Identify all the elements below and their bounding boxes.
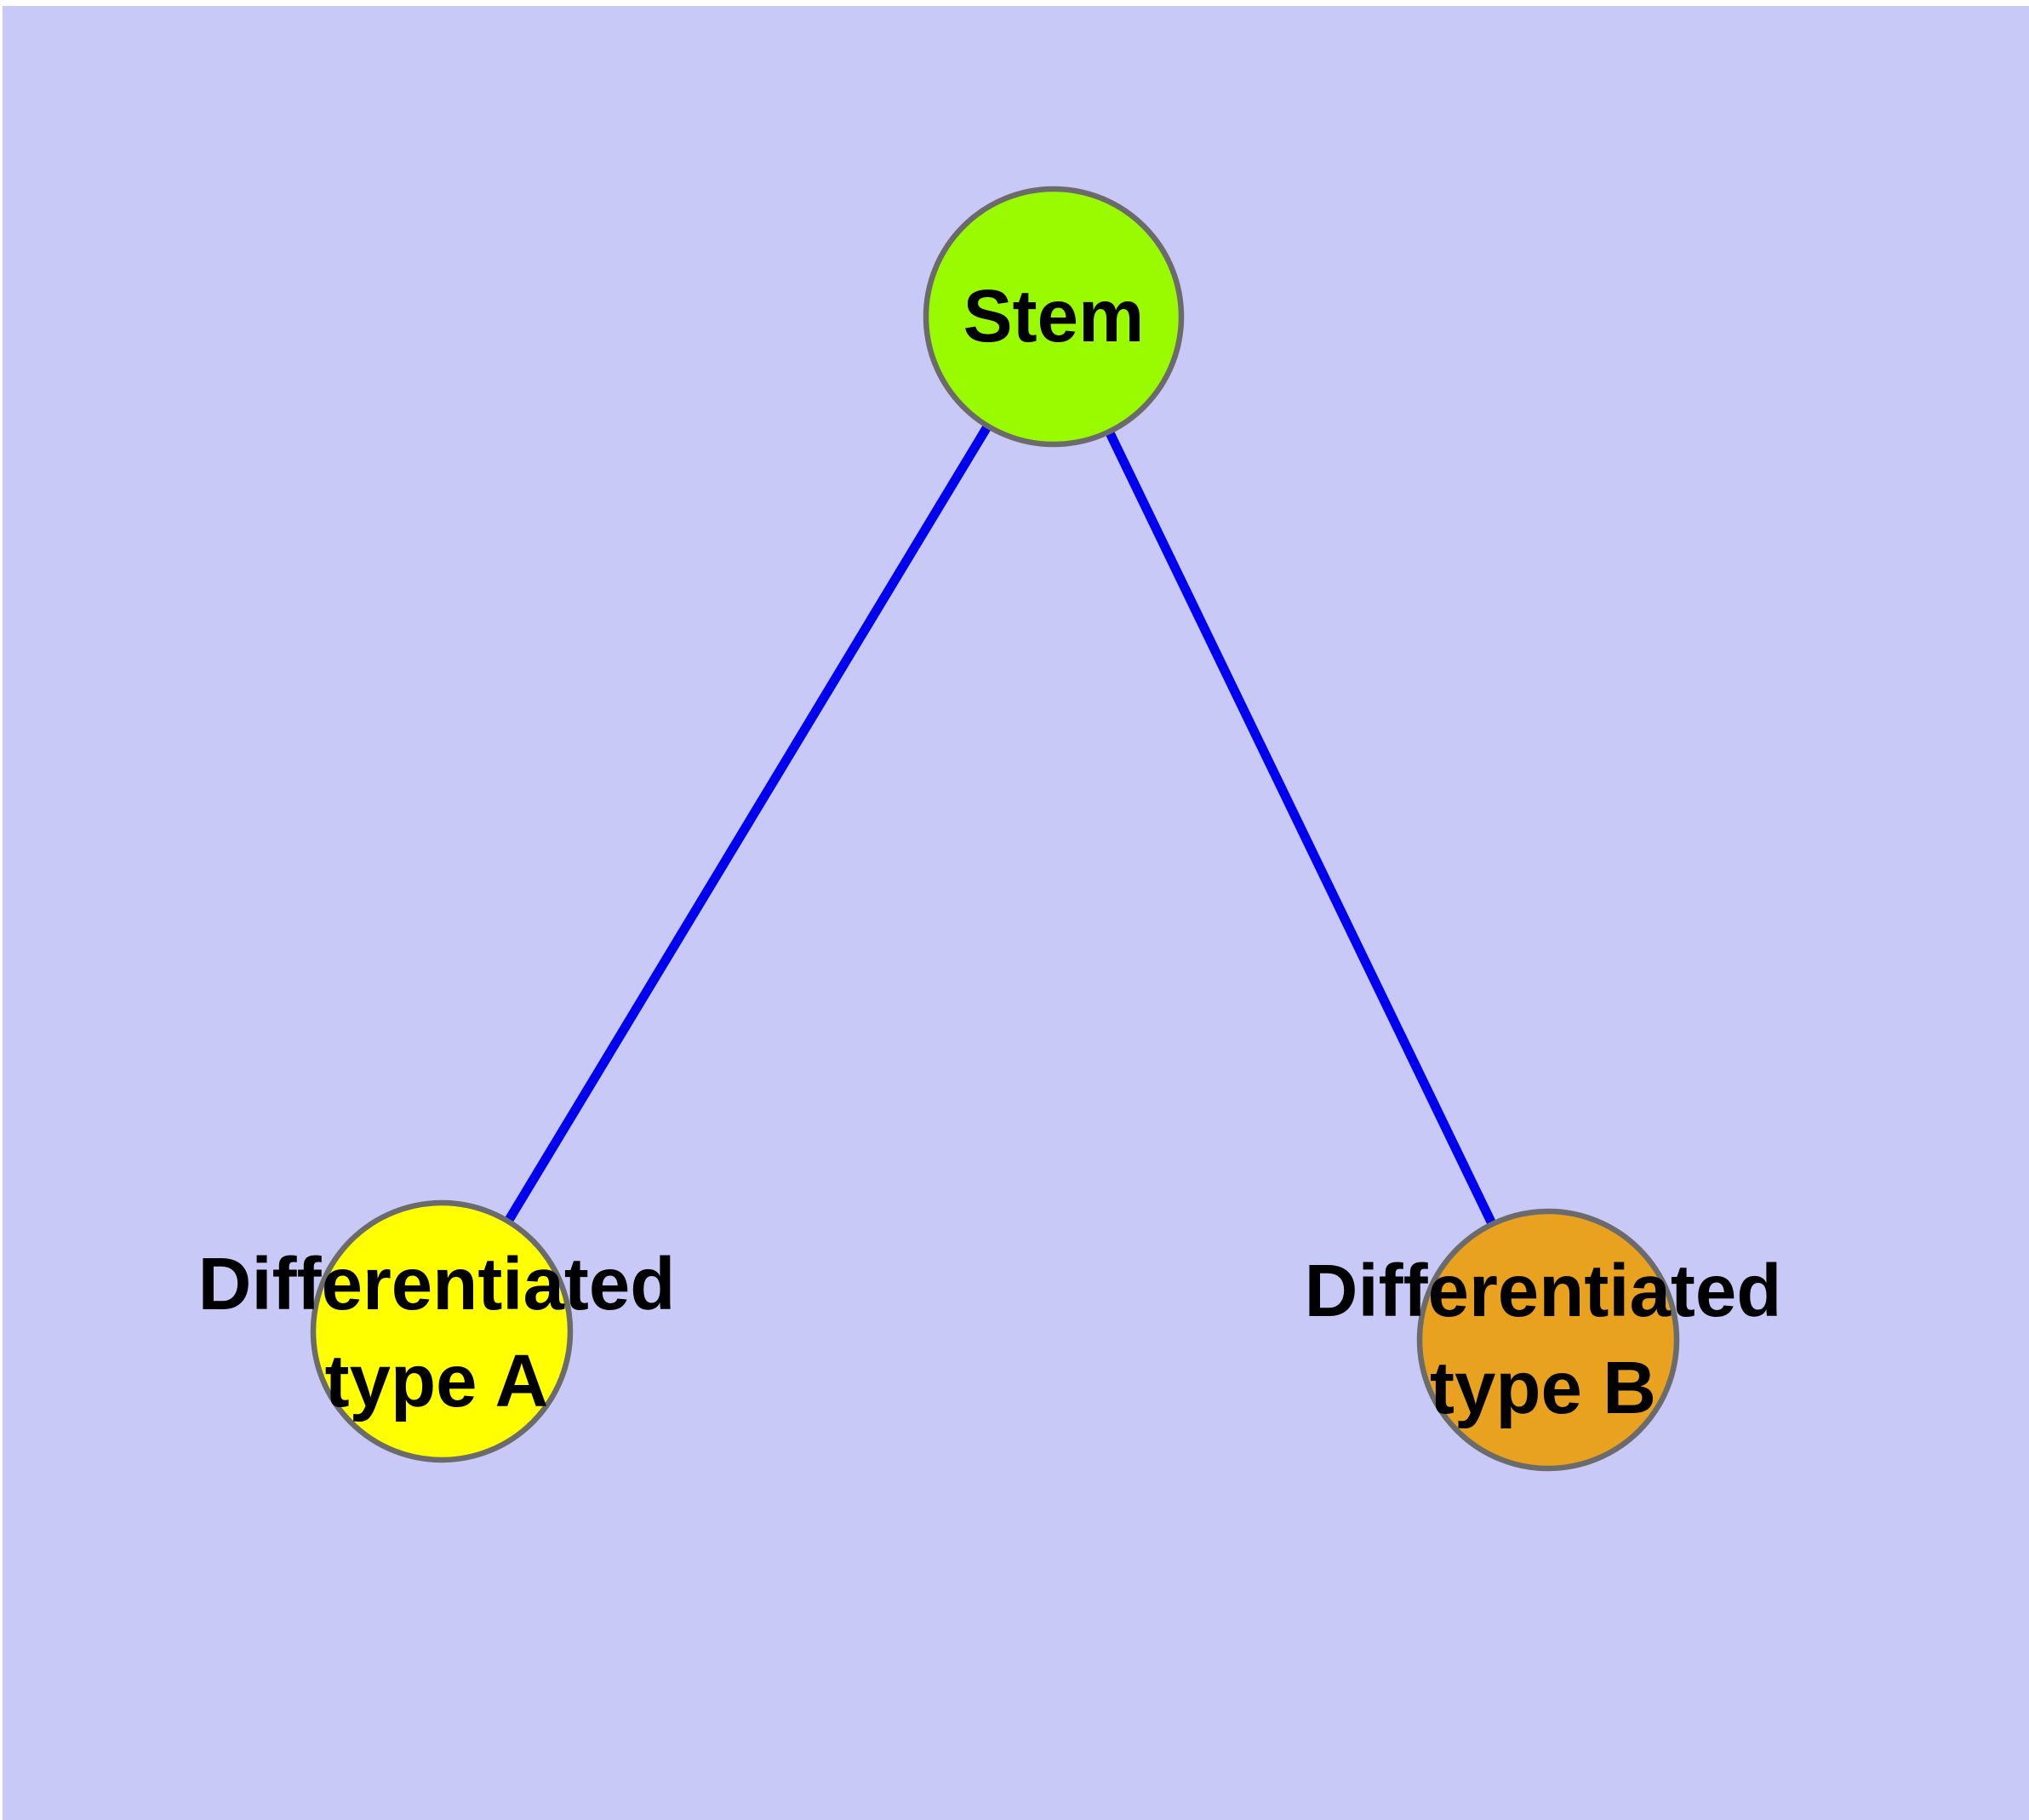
- edge-stem-to-type-b: [1049, 314, 1552, 1342]
- type-b-node-circle: [1416, 1208, 1680, 1472]
- edge-stem-to-type-a: [437, 314, 1058, 1334]
- stem-node-circle: [923, 186, 1185, 448]
- type-a-node-circle: [310, 1199, 574, 1463]
